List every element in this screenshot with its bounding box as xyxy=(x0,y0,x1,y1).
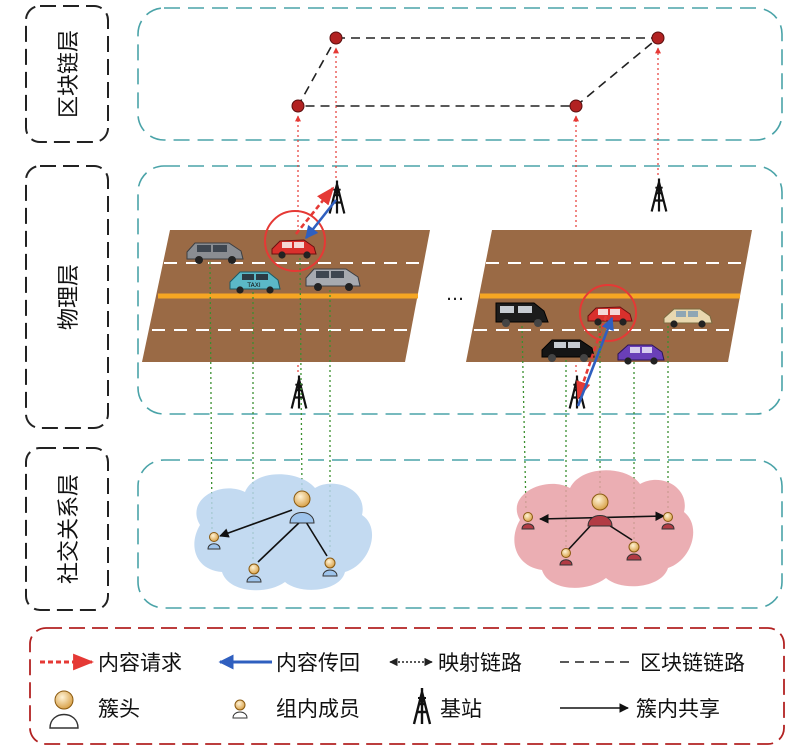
member-icon xyxy=(559,548,573,566)
legend-intra-cluster-share: 簇内共享 xyxy=(636,697,720,721)
car-silver-suv xyxy=(305,268,361,291)
requesting-vehicle-highlight xyxy=(264,210,326,272)
layer-label-boxes: 区块链层 物理层 社交关系层 xyxy=(25,5,109,611)
social-cluster-cloud-right xyxy=(514,470,694,588)
cluster-head-icon xyxy=(289,490,315,524)
legend: 内容请求 内容传回 映射链路 区块链链路 簇头 组内成员 基站 簇内共享 xyxy=(29,627,785,745)
content-request-arrows xyxy=(294,186,608,400)
road-left xyxy=(142,230,430,362)
blockchain-node xyxy=(329,31,343,45)
legend-mapping-link: 映射链路 xyxy=(438,651,522,675)
cluster-head-icon xyxy=(587,493,613,527)
member-icon xyxy=(246,563,262,583)
blockchain-layer-label: 区块链层 xyxy=(57,30,82,118)
base-station-icon xyxy=(650,177,668,213)
member-icon xyxy=(322,557,338,577)
physical-layer-label: 物理层 xyxy=(57,264,82,330)
road-ellipsis: … xyxy=(446,284,464,305)
content-return-arrows xyxy=(304,199,614,407)
car-black-van xyxy=(495,302,549,327)
car-purple xyxy=(617,344,665,365)
legend-member: 组内成员 xyxy=(276,697,360,721)
layer-regions xyxy=(137,7,783,609)
blockchain-node xyxy=(651,31,665,45)
car-red-cluster-head xyxy=(587,306,633,326)
social-cluster-cloud-left xyxy=(194,474,373,591)
legend-blockchain-link: 区块链链路 xyxy=(640,651,745,675)
legend-content-return: 内容传回 xyxy=(276,651,360,675)
intra-cluster-links-left xyxy=(219,509,328,563)
blockchain-node xyxy=(291,99,305,113)
cluster-head-legend-icon xyxy=(49,690,79,729)
legend-base-station: 基站 xyxy=(440,697,482,721)
social-layer-label: 社交关系层 xyxy=(57,474,82,584)
legend-content-request: 内容请求 xyxy=(98,651,182,675)
member-legend-icon xyxy=(232,699,248,719)
car-red-request xyxy=(271,239,317,259)
legend-cluster-head: 簇头 xyxy=(98,697,140,721)
road-right xyxy=(466,230,752,362)
cluster-head-highlight xyxy=(579,284,637,342)
base-station-icon xyxy=(290,374,308,410)
car-gray-suv xyxy=(186,242,244,264)
tower-to-node-links xyxy=(295,47,661,372)
car-black-sedan xyxy=(541,339,595,362)
taxi-sign: TAXI xyxy=(246,282,260,289)
blockchain-network xyxy=(291,31,665,113)
car-beige xyxy=(663,308,713,328)
member-icon xyxy=(626,541,642,561)
blockchain-node xyxy=(569,99,583,113)
member-icon xyxy=(207,532,221,550)
member-icon xyxy=(521,512,535,530)
base-station-legend-icon xyxy=(412,686,432,726)
member-icon xyxy=(661,512,675,530)
base-station-icon xyxy=(328,179,346,215)
car-taxi: TAXI xyxy=(229,271,281,294)
